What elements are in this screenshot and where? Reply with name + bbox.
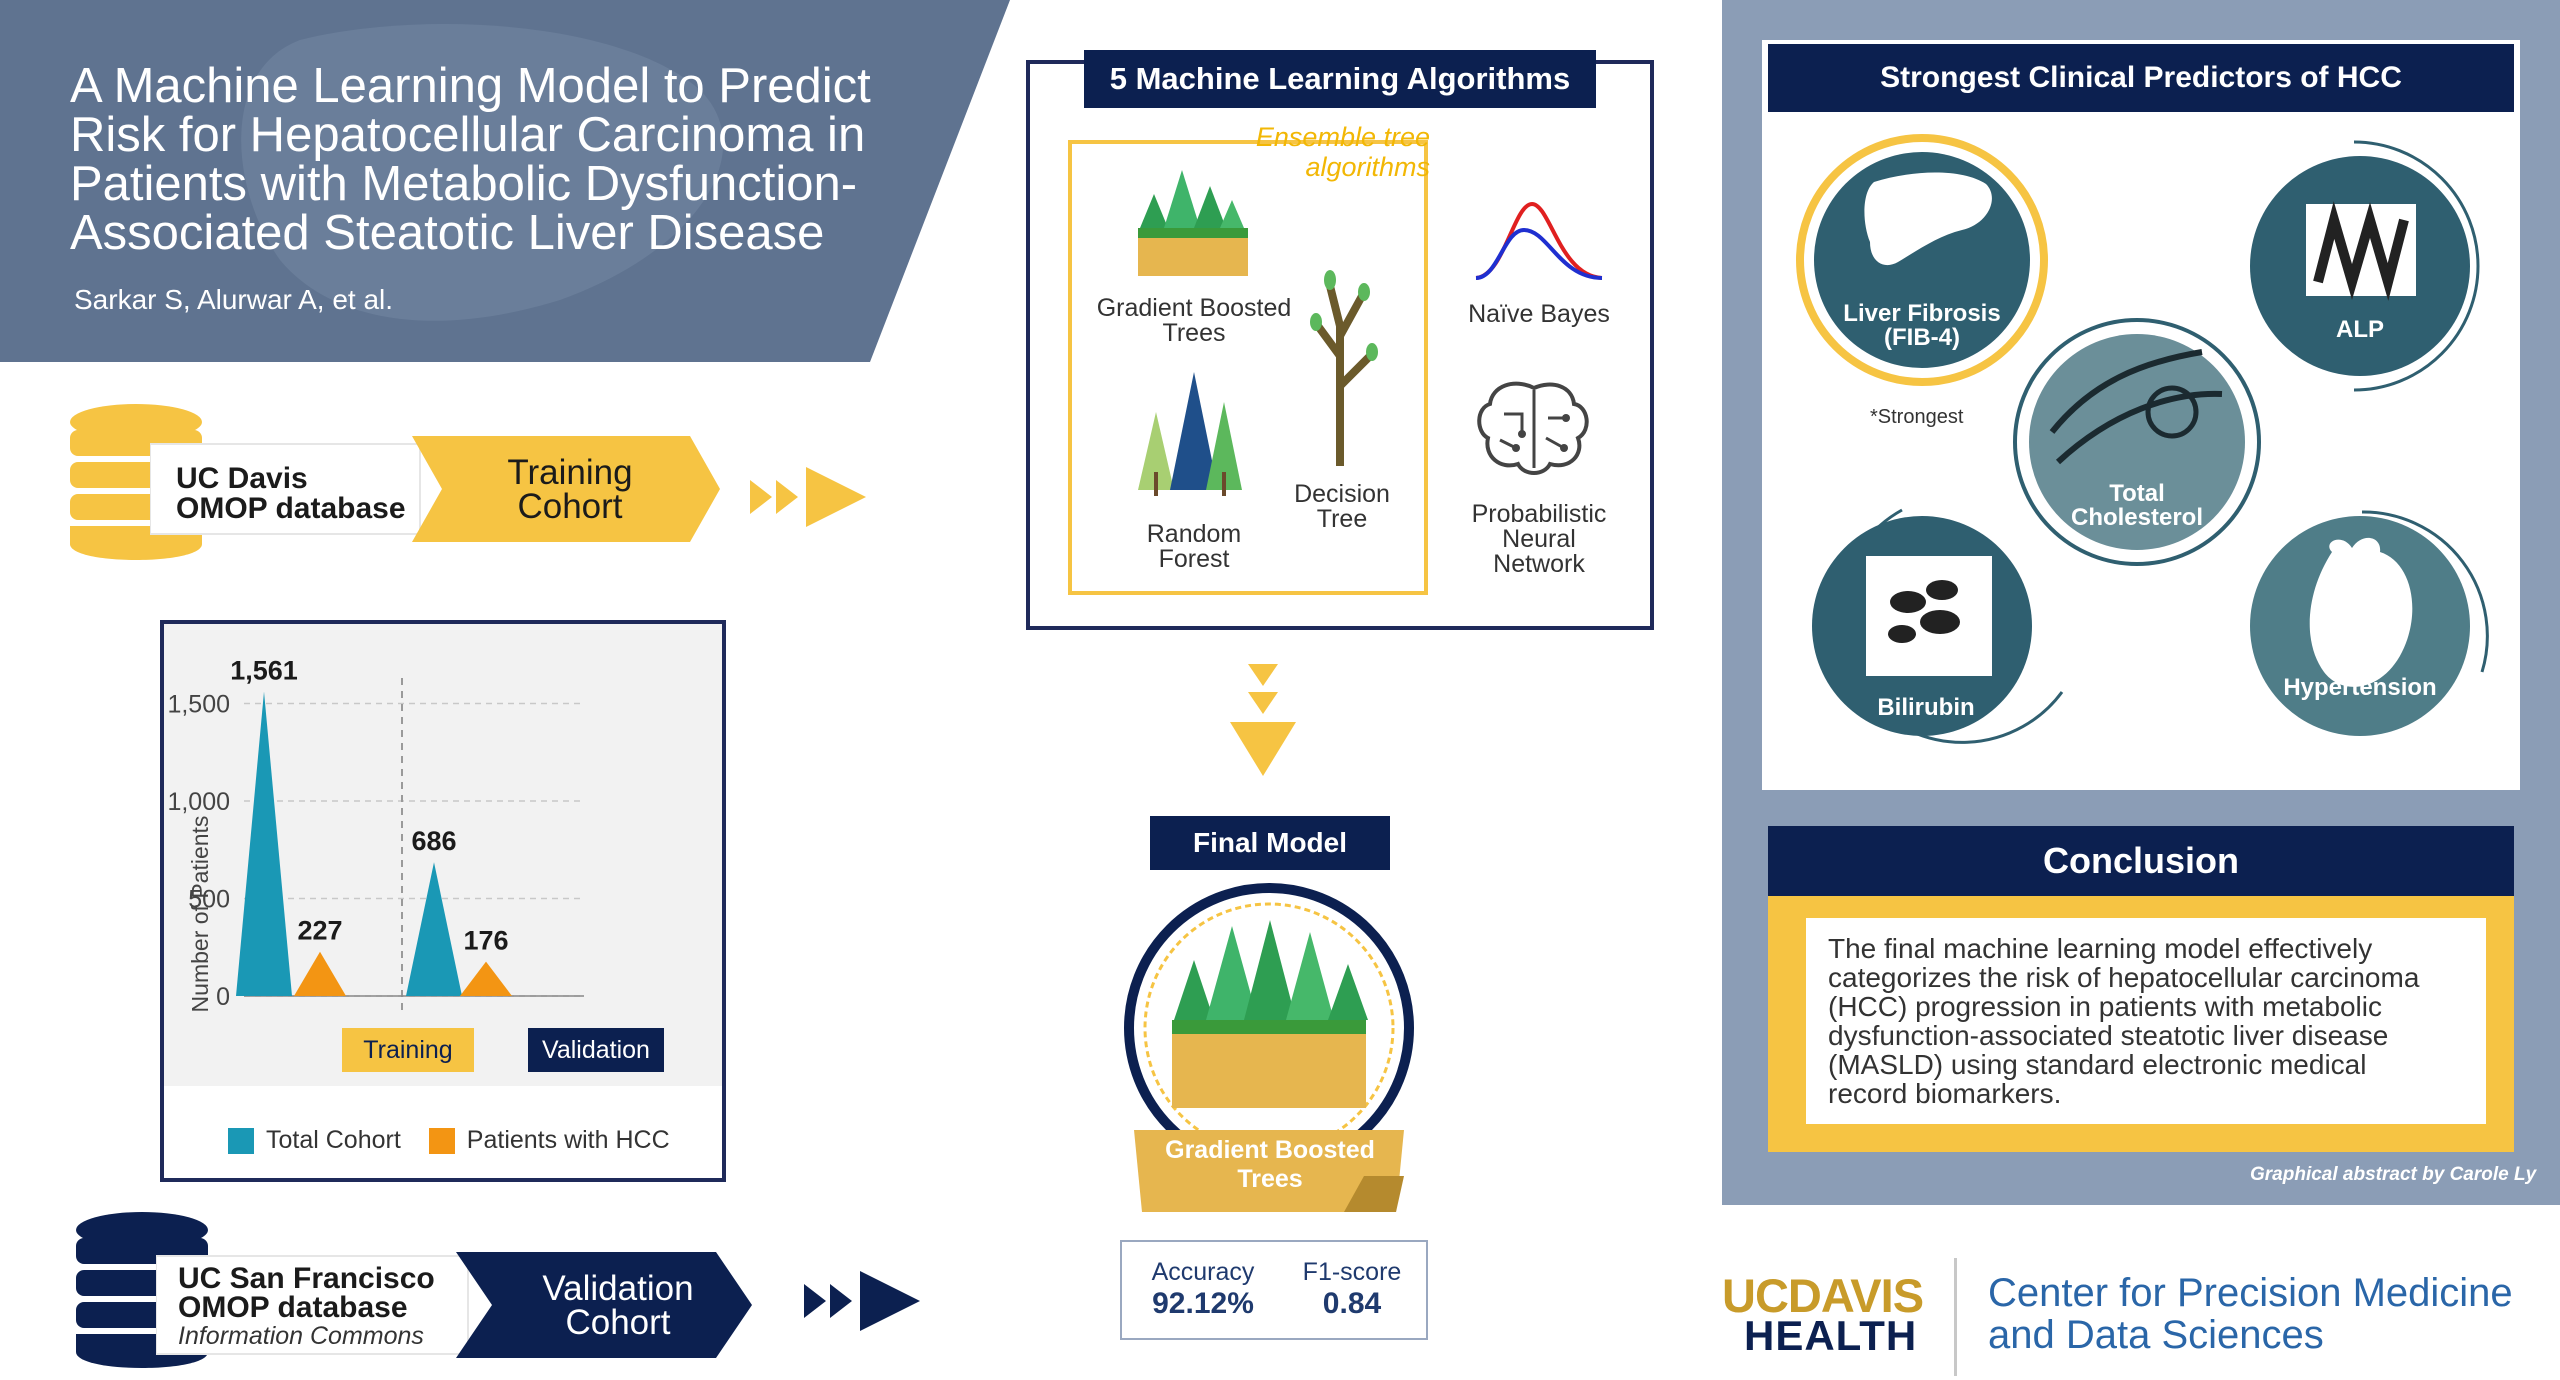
chart-legend: Total Cohort Patients with HCC [228, 1126, 670, 1155]
ensemble-tree-box [1068, 140, 1428, 595]
health-wordmark: HEALTH [1744, 1312, 1918, 1359]
y-tick-label: 0 [216, 983, 230, 1011]
probabilistic-neural-network-label: Probabilistic Neural Network [1471, 500, 1607, 578]
conclusion-text: The final machine learning model effecti… [1828, 933, 2420, 1109]
data-label: 176 [463, 926, 508, 956]
predictor-alp-label: ALP [2336, 316, 2384, 343]
accuracy-metric: Accuracy 92.12% [1151, 1258, 1255, 1320]
training-cohort-arrow [150, 436, 720, 542]
validation-database-label: UC San Francisco OMOP database Informati… [178, 1262, 435, 1351]
category-label-validation: Validation [528, 1028, 664, 1072]
title-banner [0, 0, 1010, 362]
algorithms-title: 5 Machine Learning Algorithms [1084, 50, 1596, 108]
random-forest-label: Random Forest [1146, 520, 1242, 573]
predictor-bilirubin-label: Bilirubin [1877, 694, 1975, 721]
arrow-right-icon [804, 1271, 920, 1331]
predictors-title: Strongest Clinical Predictors of HCC [1768, 44, 2514, 112]
f1-score-metric: F1-score 0.84 [1302, 1258, 1402, 1320]
credit-text: Graphical abstract by Carole Ly [2250, 1164, 2537, 1185]
bar-1-0 [294, 951, 346, 996]
legend-item-hcc: Patients with HCC [428, 1126, 670, 1155]
decision-tree-icon [1310, 270, 1378, 466]
authors: Sarkar S, Alurwar A, et al. [74, 284, 394, 315]
final-model-emblem [1124, 883, 1414, 1212]
strongest-note: *Strongest [1870, 406, 1964, 428]
decision-tree-label: Decision Tree [1294, 480, 1390, 533]
naive-bayes-label: Naïve Bayes [1468, 300, 1610, 328]
legend-swatch-total [228, 1127, 254, 1154]
bar-0-1 [406, 862, 462, 996]
validation-cohort-label: Validation Cohort [542, 1269, 694, 1342]
ensemble-label: Ensemble tree algorithms [1255, 122, 1430, 182]
gradient-boosted-trees-label: Gradient Boosted Trees [1096, 294, 1292, 347]
predictor-circles [1796, 134, 2489, 744]
center-name: Center for Precision Medicine and Data S… [1988, 1271, 2513, 1357]
naive-bayes-icon [1475, 201, 1603, 280]
logo-divider [1954, 1258, 1957, 1376]
final-model-title: Final Model [1150, 816, 1390, 870]
y-tick-label: 500 [188, 886, 230, 914]
conclusion-card [1806, 918, 2486, 1124]
final-model-name: Gradient Boosted Trees [1165, 1136, 1375, 1193]
legend-swatch-hcc [428, 1127, 455, 1154]
brain-icon [1477, 381, 1589, 475]
uc-davis-wordmark: UCDAVIS [1722, 1269, 1924, 1322]
arrow-right-icon [750, 467, 866, 527]
bar-1-1 [460, 961, 512, 996]
validation-cohort-arrow [156, 1252, 752, 1358]
y-tick-label: 1,500 [167, 691, 230, 719]
gradient-boosted-trees-icon [1138, 170, 1248, 276]
training-cohort-label: Training Cohort [507, 453, 633, 526]
data-label: 686 [411, 826, 456, 856]
legend-item-total: Total Cohort [228, 1126, 401, 1155]
data-label: 1,561 [230, 656, 298, 686]
metrics-box: Accuracy 92.12% F1-score 0.84 [1120, 1240, 1428, 1340]
bar-0-0 [236, 691, 292, 996]
arrow-down-icon [1230, 664, 1296, 776]
predictor-hypertension-label: Hypertension [2283, 674, 2437, 701]
page-title: A Machine Learning Model to Predict Risk… [70, 59, 871, 260]
random-forest-icon [1138, 372, 1242, 496]
predictor-fib4-label: Liver Fibrosis (FIB-4) [1843, 300, 2001, 351]
training-database-label: UC Davis OMOP database [176, 462, 406, 525]
category-label-training: Training [342, 1028, 474, 1072]
data-label: 227 [297, 916, 342, 946]
conclusion-title: Conclusion [1768, 826, 2514, 896]
y-axis-label: Number of Patients [187, 816, 213, 1013]
predictor-cholesterol-label: Total Cholesterol [2070, 480, 2204, 531]
y-tick-label: 1,000 [167, 788, 230, 816]
